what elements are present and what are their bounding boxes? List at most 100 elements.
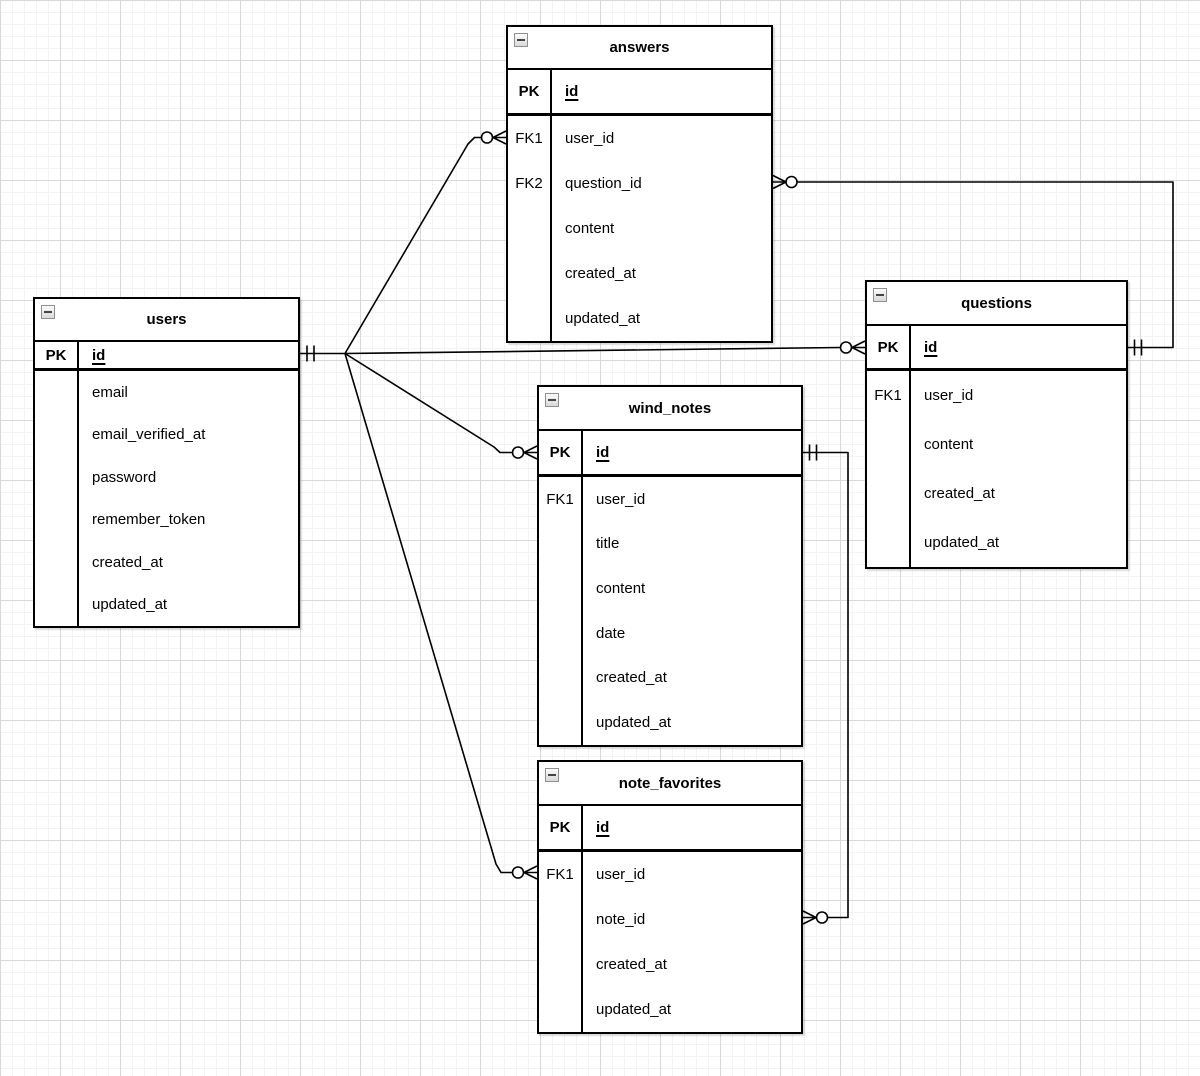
attribute-row[interactable]: updated_at — [35, 583, 298, 626]
key-label: PK — [539, 431, 583, 474]
attribute-row[interactable]: remember_token — [35, 498, 298, 541]
attribute-name: content — [565, 220, 615, 237]
attribute-name: remember_token — [92, 511, 206, 529]
attribute-name: question_id — [565, 175, 642, 192]
connector-users-questions[interactable] — [344, 340, 866, 355]
crow-foot-marker — [523, 445, 538, 460]
collapse-icon[interactable] — [41, 305, 55, 319]
attribute-row[interactable]: date — [539, 610, 801, 656]
connector-users-wind-notes[interactable] — [344, 352, 538, 460]
key-label — [35, 413, 79, 456]
connector-questions-answers[interactable] — [772, 174, 1174, 356]
key-label: PK — [867, 326, 911, 368]
attribute-row[interactable]: updated_at — [539, 987, 801, 1032]
entity-title: wind_notes — [628, 399, 712, 417]
attribute-row[interactable]: FK1 user_id — [508, 116, 771, 161]
entity-title: questions — [961, 294, 1032, 312]
attribute-row[interactable]: FK2 question_id — [508, 161, 771, 206]
attribute-row[interactable]: note_id — [539, 897, 801, 942]
attribute-name: created_at — [92, 553, 163, 571]
connector-line[interactable] — [803, 451, 849, 919]
connector-users-note-favorites[interactable] — [344, 353, 538, 880]
attribute-row[interactable]: updated_at — [539, 699, 801, 745]
attribute-row[interactable]: FK1 user_id — [539, 477, 801, 522]
attribute-row[interactable]: created_at — [508, 251, 771, 296]
zero-marker — [815, 911, 829, 924]
attribute-name: date — [596, 624, 626, 642]
crow-foot-marker — [851, 340, 866, 355]
key-label — [35, 541, 79, 584]
key-label: FK1 — [508, 116, 552, 161]
entity-header: wind_notes — [539, 387, 801, 431]
attribute-row[interactable]: content — [539, 566, 801, 611]
zero-marker — [839, 341, 853, 354]
attribute-name: note_id — [596, 911, 646, 928]
attribute-name: content — [924, 436, 974, 453]
key-label: FK1 — [539, 477, 583, 522]
attribute-row[interactable]: title — [539, 521, 801, 567]
key-label — [35, 583, 79, 626]
attribute-name: user_id — [596, 490, 646, 508]
attribute-row[interactable]: created_at — [35, 541, 298, 584]
connector-line[interactable] — [344, 352, 513, 454]
attribute-name: id — [92, 346, 106, 364]
attribute-row[interactable]: content — [508, 206, 771, 251]
crow-foot-marker — [523, 865, 538, 880]
key-label — [539, 942, 583, 987]
attribute-row[interactable]: email — [35, 371, 298, 414]
connector-line[interactable] — [797, 181, 1174, 349]
entity-header: note_favorites — [539, 762, 801, 806]
attribute-name: updated_at — [565, 310, 641, 327]
crow-foot-marker — [802, 910, 817, 925]
entity-title: users — [146, 311, 187, 328]
attribute-name: updated_at — [92, 596, 168, 614]
attribute-row[interactable]: email_verified_at — [35, 413, 298, 456]
primary-key-row[interactable]: PK id — [867, 326, 1126, 371]
zero-marker — [511, 446, 525, 459]
key-label — [539, 987, 583, 1032]
crow-foot-marker — [772, 174, 787, 190]
attribute-row[interactable]: password — [35, 456, 298, 499]
attribute-name: user_id — [565, 130, 615, 147]
connector-wind-notes-note-favorites[interactable] — [802, 444, 849, 925]
connector-line[interactable] — [344, 353, 513, 874]
attribute-row[interactable]: content — [867, 420, 1126, 469]
collapse-icon[interactable] — [873, 288, 887, 302]
attribute-name: id — [924, 338, 938, 356]
attribute-name: password — [92, 468, 157, 486]
key-label: FK2 — [508, 161, 552, 206]
attribute-row[interactable]: updated_at — [867, 518, 1126, 567]
attribute-row[interactable]: created_at — [539, 655, 801, 700]
attribute-row[interactable]: created_at — [539, 942, 801, 987]
collapse-icon[interactable] — [514, 33, 528, 47]
attribute-name: content — [596, 579, 646, 597]
collapse-icon[interactable] — [545, 393, 559, 407]
attribute-name: created_at — [596, 669, 667, 687]
connector-line[interactable] — [300, 136, 482, 355]
connector-users-answers[interactable] — [300, 130, 507, 362]
attribute-name: updated_at — [596, 1001, 672, 1018]
attribute-row[interactable]: updated_at — [508, 296, 771, 341]
attribute-name: created_at — [596, 956, 667, 973]
attribute-row[interactable]: created_at — [867, 469, 1126, 518]
connector-line[interactable] — [344, 346, 841, 355]
key-label — [508, 296, 552, 341]
collapse-icon[interactable] — [545, 768, 559, 782]
key-label — [539, 566, 583, 611]
